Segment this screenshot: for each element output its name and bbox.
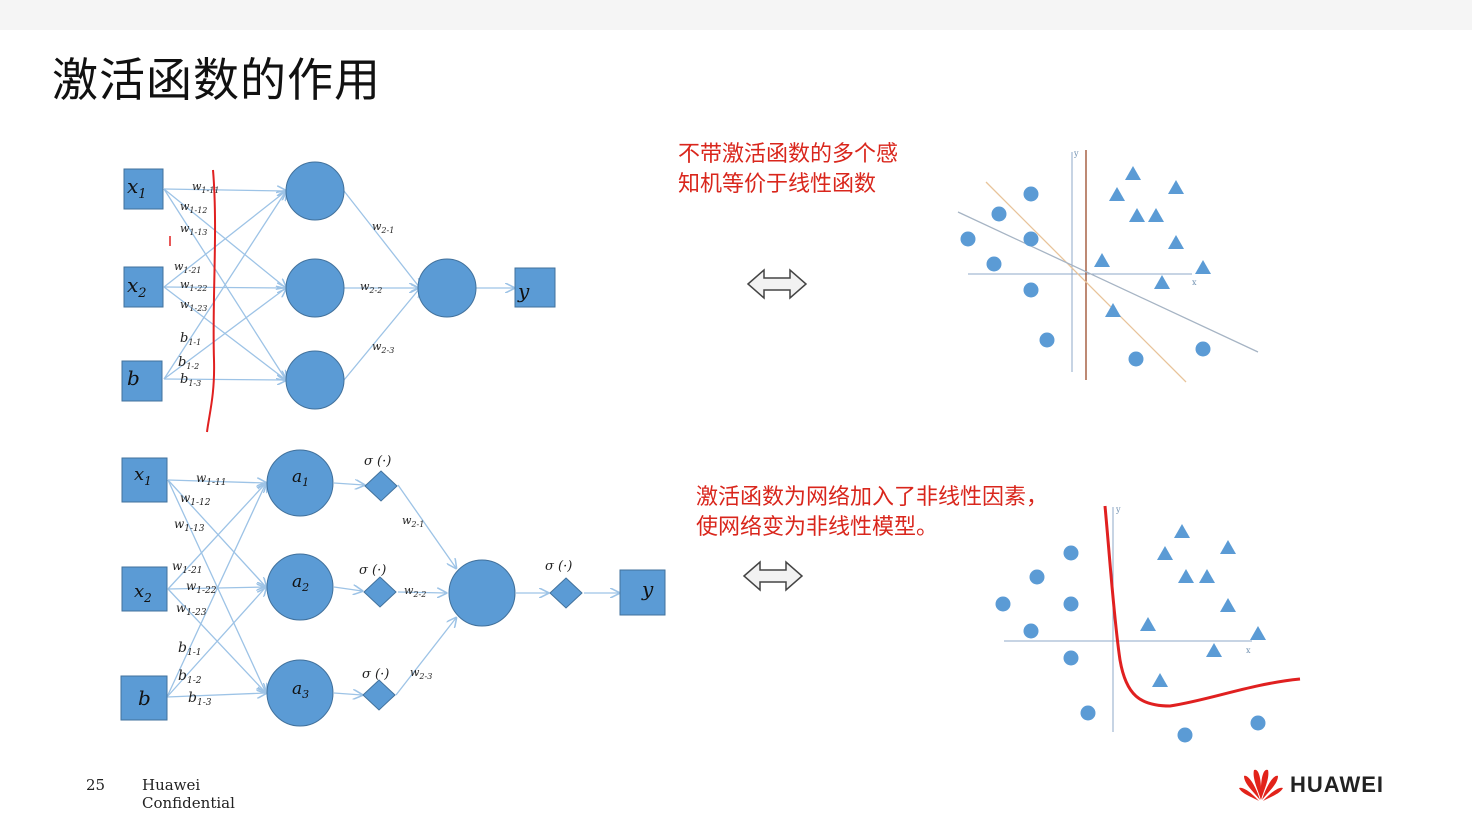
svg-text:w1-11: w1-11 (192, 180, 219, 195)
bottom-w2-labels: w2-1 w2-2 w2-3 (402, 514, 432, 681)
svg-text:w1-23: w1-23 (176, 601, 207, 618)
top-output-node (417, 258, 477, 318)
bottom-input-x1-label: x1 (134, 464, 152, 488)
activation-diamond-2 (363, 576, 397, 608)
bottom-hidden-node-a1 (266, 449, 334, 517)
top-hidden-node-1 (285, 161, 345, 221)
bottom-input-edges (166, 480, 266, 697)
svg-text:w1-22: w1-22 (180, 278, 207, 293)
svg-text:b1-3: b1-3 (188, 690, 212, 708)
bottom-input-x2 (121, 566, 168, 612)
svg-text:w1-22: w1-22 (186, 579, 217, 596)
svg-text:σ (·): σ (·) (364, 454, 391, 469)
svg-text:w2-2: w2-2 (360, 280, 382, 295)
bottom-hidden-a2-label: a2 (292, 572, 309, 594)
svg-text:b1-2: b1-2 (178, 355, 199, 371)
svg-text:w1-21: w1-21 (172, 559, 203, 576)
svg-text:w1-23: w1-23 (180, 298, 207, 313)
top-input-x1 (123, 168, 164, 210)
svg-text:w1-12: w1-12 (180, 200, 207, 215)
huawei-logo: HUAWEI (1238, 766, 1398, 806)
svg-text:b1-1: b1-1 (180, 331, 201, 347)
activation-diamond-3 (362, 679, 396, 711)
bottom-input-x1 (121, 457, 168, 503)
top-hidden-edges (343, 190, 514, 381)
top-input-b (121, 360, 163, 402)
huawei-petal-icon (1239, 769, 1283, 801)
boundary-line-gray (957, 211, 1259, 353)
svg-text:w1-21: w1-21 (174, 260, 201, 275)
top-hidden-node-3 (285, 350, 345, 410)
bottom-hidden-edges (333, 483, 619, 695)
bottom-input-x2-label: x2 (134, 581, 152, 605)
bottom-input-b-label: b (138, 686, 151, 710)
top-triangles (1094, 166, 1211, 317)
bottom-triangles (1140, 524, 1266, 687)
svg-text:w2-3: w2-3 (410, 666, 432, 681)
brand-name: HUAWEI (1290, 772, 1384, 797)
top-output-y-label: y (517, 279, 530, 303)
svg-text:σ (·): σ (·) (362, 667, 389, 682)
nonlinear-boundary-curve (1103, 505, 1301, 708)
bottom-hidden-node-a3 (266, 659, 334, 727)
axis-y-label-bottom: y (1115, 505, 1121, 514)
axis-x-label-bottom: x (1246, 646, 1251, 655)
svg-text:w2-3: w2-3 (372, 340, 394, 355)
top-input-x2 (123, 266, 164, 308)
top-b-labels: b1-1 b1-2 b1-3 (178, 331, 201, 388)
svg-text:b1-2: b1-2 (178, 668, 202, 686)
page-number: 25 (86, 776, 106, 794)
top-circles (960, 186, 1211, 367)
svg-text:σ (·): σ (·) (545, 559, 572, 574)
double-arrow-top-icon (746, 268, 808, 300)
svg-text:σ (·): σ (·) (359, 563, 386, 578)
note-nonlinear: 激活函数为网络加入了非线性因素， 使网络变为非线性模型。 (696, 485, 1049, 540)
top-hidden-node-2 (285, 258, 345, 318)
bottom-hidden-a1-label: a1 (292, 467, 309, 489)
svg-text:w2-1: w2-1 (372, 220, 394, 235)
axis-x-label-top: x (1192, 278, 1197, 287)
note-linear: 不带激活函数的多个感 知机等价于线性函数 (678, 142, 899, 197)
sigma-labels: σ (·) σ (·) σ (·) σ (·) (359, 454, 572, 682)
activation-diamond-1 (364, 470, 398, 502)
bottom-b-labels: b1-1 b1-2 b1-3 (178, 640, 212, 708)
bottom-input-b (120, 675, 168, 721)
boundary-line-tan (985, 181, 1187, 383)
svg-text:w2-1: w2-1 (402, 514, 424, 529)
bottom-output-y (619, 569, 666, 616)
bottom-output-y-label: y (641, 577, 654, 601)
bottom-output-node (448, 559, 516, 627)
activation-diamond-output (549, 577, 583, 609)
double-arrow-bottom-icon (742, 560, 804, 592)
svg-text:w1-13: w1-13 (174, 517, 205, 534)
top-input-x2-label: x2 (127, 273, 147, 301)
svg-text:w1-13: w1-13 (180, 222, 207, 237)
svg-text:w1-12: w1-12 (180, 491, 211, 508)
top-w1-labels: w1-11 w1-12 w1-13 w1-21 w1-22 w1-23 (174, 180, 219, 313)
confidential-label: Huawei Confidential (142, 776, 235, 812)
top-output-y (514, 267, 556, 308)
top-w2-labels: w2-1 w2-2 w2-3 (360, 220, 394, 355)
svg-text:b1-1: b1-1 (178, 640, 201, 658)
bottom-circles (995, 545, 1266, 743)
bottom-w1-labels: w1-11 w1-12 w1-13 w1-21 w1-22 w1-23 (172, 471, 227, 618)
bottom-hidden-a3-label: a3 (292, 679, 309, 701)
page-title: 激活函数的作用 (52, 53, 381, 107)
top-bar (0, 0, 1472, 30)
top-input-x1-label: x1 (127, 174, 147, 202)
top-input-edges (163, 189, 286, 380)
svg-text:w1-11: w1-11 (196, 471, 227, 488)
axis-y-label-top: y (1073, 149, 1079, 158)
svg-text:b1-3: b1-3 (180, 372, 201, 388)
red-divider-line (206, 169, 217, 433)
svg-text:w2-2: w2-2 (404, 584, 426, 599)
bottom-hidden-node-a2 (266, 553, 334, 621)
top-input-b-label: b (127, 366, 140, 390)
